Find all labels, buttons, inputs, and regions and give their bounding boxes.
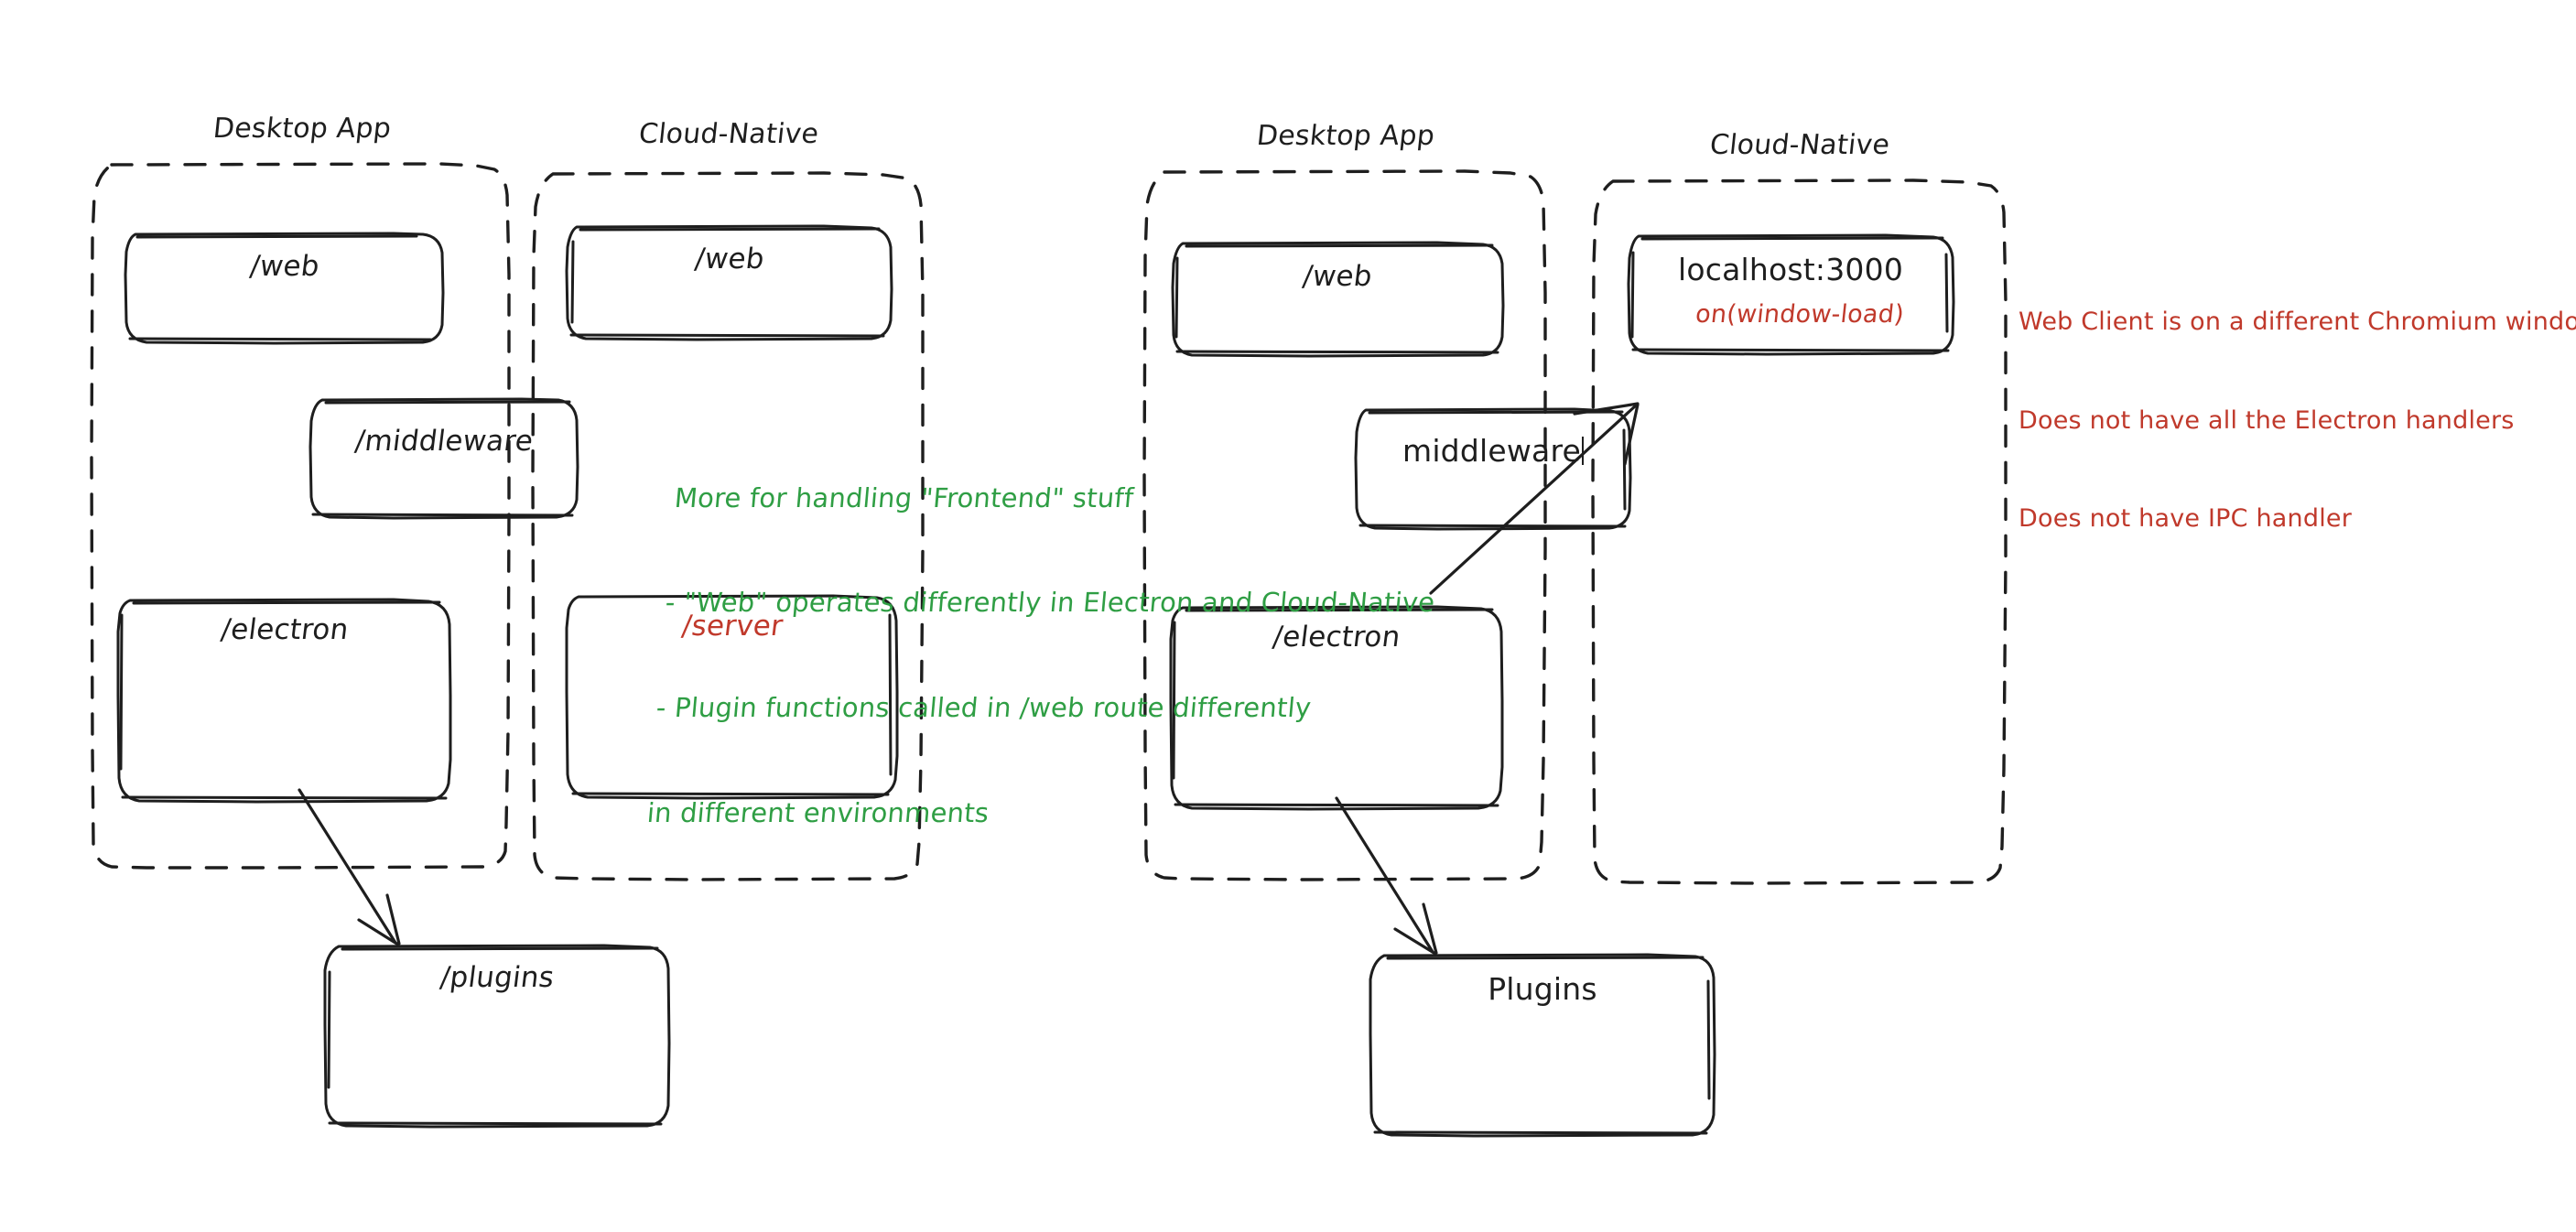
left-plugins-box [323, 944, 671, 1129]
left-annotation-line-2: - "Web" operates differently in Electron… [664, 587, 1436, 619]
left-desktop-app-container [90, 162, 511, 870]
right-middleware-box [1354, 407, 1632, 531]
right-desktop-app-container [1142, 169, 1547, 881]
left-cloud-web-box [565, 224, 893, 341]
left-desktop-web-box [124, 232, 445, 345]
right-middleware-label: middleware [1356, 432, 1630, 470]
left-electron-label: /electron [219, 613, 351, 646]
right-desktop-web-label: /web [1301, 260, 1374, 293]
arrow-left-electron-to-plugins [298, 788, 401, 946]
right-desktop-web-box [1171, 241, 1505, 358]
right-plugins-box [1369, 953, 1716, 1138]
right-localhost-sublabel: on(window-load) [1694, 300, 1906, 329]
right-electron-label: /electron [1271, 621, 1402, 654]
arrow-right-electron-to-localhost [1429, 402, 1640, 595]
left-annotation-line-4: in different environments [645, 796, 990, 828]
left-desktop-app-title: Desktop App [211, 113, 393, 145]
right-middleware-label-text: middleware [1402, 433, 1582, 469]
left-electron-box [116, 598, 452, 804]
left-plugins-label: /plugins [438, 961, 557, 994]
left-annotation-line-3: - Plugin functions called in /web route … [655, 692, 1313, 724]
right-annotation-line-3: Does not have IPC handler [2019, 504, 2353, 534]
left-middleware-box [308, 397, 579, 520]
right-desktop-app-title: Desktop App [1255, 120, 1436, 152]
left-desktop-web-label: /web [248, 250, 321, 283]
right-plugins-label: Plugins [1488, 971, 1597, 1007]
left-server-box [565, 594, 899, 800]
right-electron-box [1169, 605, 1504, 811]
right-annotation-line-2: Does not have all the Electron handlers [2019, 405, 2515, 435]
right-cloud-native-container [1591, 178, 2008, 885]
left-annotation-line-1: More for handling "Frontend" stuff [673, 481, 1135, 513]
left-cloud-web-label: /web [693, 243, 766, 276]
right-cloud-native-title: Cloud-Native [1708, 129, 1891, 161]
left-middleware-label: /middleware [352, 425, 536, 458]
right-annotation: Web Client is on a different Chromium wi… [2019, 240, 2576, 601]
right-annotation-line-1: Web Client is on a different Chromium wi… [2019, 307, 2576, 336]
text-caret [1582, 436, 1585, 465]
right-localhost-box [1627, 233, 1955, 356]
right-localhost-label: localhost:3000 [1677, 252, 1904, 287]
arrow-right-electron-to-plugins [1335, 796, 1438, 956]
left-cloud-native-container [531, 171, 925, 881]
left-cloud-native-title: Cloud-Native [637, 118, 820, 150]
